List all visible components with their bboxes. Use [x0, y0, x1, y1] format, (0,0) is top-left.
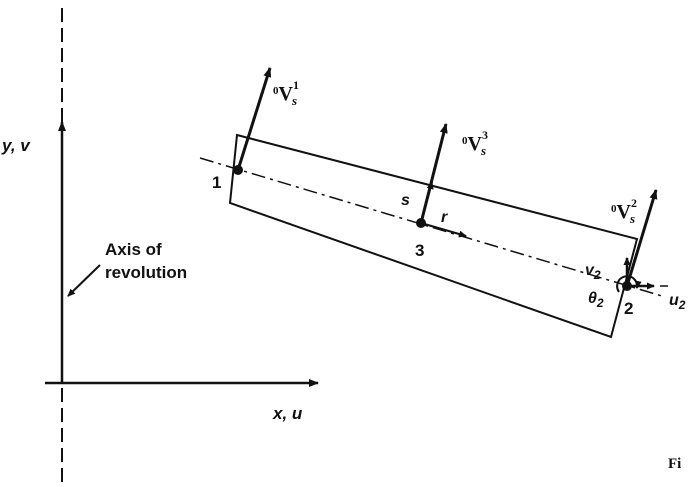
- figure-caption-fragment: Fi: [668, 456, 681, 472]
- node-2-rotation-dof-arc: [616, 275, 642, 293]
- local-r-axis-arrow: [420, 222, 467, 238]
- node-2-label: 2: [624, 299, 633, 318]
- local-s-axis-arrow: [420, 181, 434, 224]
- director-vector-1-arrow: [236, 67, 272, 171]
- axis-of-revolution-label-line2: revolution: [105, 263, 187, 282]
- x-axis-label: x, u: [272, 404, 303, 423]
- local-r-axis-label: r: [441, 209, 448, 226]
- node-1-label: 1: [212, 173, 221, 192]
- node-2-u-dof-label: u2: [669, 292, 686, 312]
- axis-of-revolution-label-line1: Axis of: [105, 240, 162, 259]
- axis-of-revolution-pointer: [67, 264, 101, 297]
- y-axis-label: y, v: [1, 136, 31, 155]
- shell-element-outline: [228, 133, 639, 339]
- node-2-v-dof-label: v2: [585, 262, 601, 282]
- director-vector-2-arrow: [625, 189, 658, 287]
- node-3-label: 3: [415, 241, 424, 260]
- local-s-axis-label: s: [401, 192, 410, 209]
- node-2-rotation-dof-label: θ2: [588, 290, 604, 310]
